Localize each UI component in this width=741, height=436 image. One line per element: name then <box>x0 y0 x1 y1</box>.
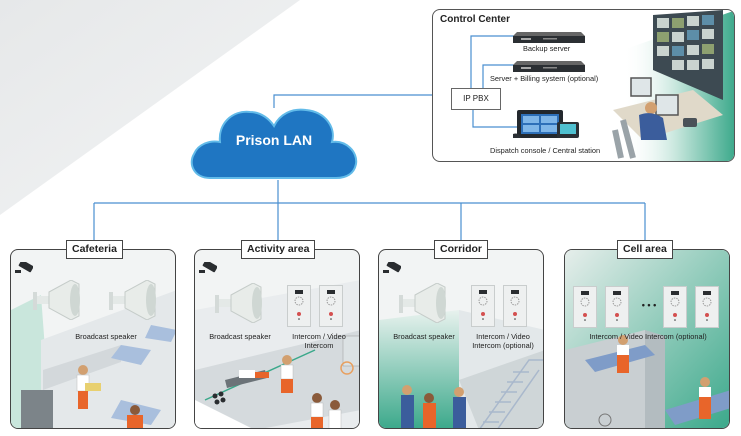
zone-cell-area-panel: • • • Intercom / Video Intercom (optiona… <box>564 249 730 429</box>
zone-activity-area-panel: Broadcast speaker Intercom / Video Inter… <box>194 249 360 429</box>
zone-title-cafeteria: Cafeteria <box>66 240 123 259</box>
horn-speaker-icon <box>109 280 156 320</box>
horn-speaker-icon <box>399 283 446 323</box>
rack-server-icon <box>513 32 585 43</box>
device-label: Intercom / Video Intercom (optional) <box>589 332 707 341</box>
zone-cafeteria-panel: Broadcast speaker <box>10 249 176 429</box>
zone-title-activity-area: Activity area <box>241 240 316 259</box>
ip-pbx-box: IP PBX <box>451 88 501 110</box>
horn-speaker-icon <box>215 283 262 323</box>
control-center-panel: Control Center Ba <box>432 9 735 162</box>
dispatch-console-icon <box>513 110 579 138</box>
device-label: Broadcast speaker <box>393 332 455 341</box>
security-camera-icon <box>199 262 217 273</box>
intercom-panel-icon <box>605 286 629 328</box>
zone-title-cell-area: Cell area <box>617 240 673 259</box>
cell-area-illustration <box>565 250 729 428</box>
intercom-panel-icon <box>503 285 527 327</box>
corridor-illustration <box>379 310 543 428</box>
intercom-panel-icon <box>663 286 687 328</box>
cafeteria-illustration <box>11 290 175 428</box>
device-label-line1: Intercom / Video <box>292 332 346 341</box>
zone-corridor-panel: Broadcast speaker Intercom / Video Inter… <box>378 249 544 429</box>
cloud-icon <box>190 108 358 179</box>
rack-server-icon <box>513 61 585 72</box>
control-room-illustration <box>612 10 734 161</box>
device-label-line2: Intercom <box>304 341 334 350</box>
intercom-panel-icon <box>287 285 311 327</box>
intercom-panel-icon <box>319 285 343 327</box>
device-label: Broadcast speaker <box>75 332 137 341</box>
device-label-backup-server: Backup server <box>523 44 571 53</box>
security-camera-icon <box>383 262 401 273</box>
intercom-panel-icon <box>573 286 597 328</box>
device-label-billing-server: Server + Billing system (optional) <box>490 74 599 83</box>
device-label-line1: Intercom / Video <box>476 332 530 341</box>
control-center-title: Control Center <box>440 14 510 25</box>
device-label-dispatch-console: Dispatch console / Central station <box>490 146 601 155</box>
ellipsis-more-devices: • • • <box>641 300 657 310</box>
intercom-panel-icon <box>695 286 719 328</box>
device-label: Broadcast speaker <box>209 332 271 341</box>
network-label: Prison LAN <box>235 132 313 148</box>
activity-area-illustration <box>195 280 359 428</box>
intercom-panel-icon <box>471 285 495 327</box>
horn-speaker-icon <box>33 280 80 320</box>
zone-title-corridor: Corridor <box>434 240 488 259</box>
security-camera-icon <box>15 262 33 273</box>
device-label-line2: Intercom (optional) <box>472 341 534 350</box>
